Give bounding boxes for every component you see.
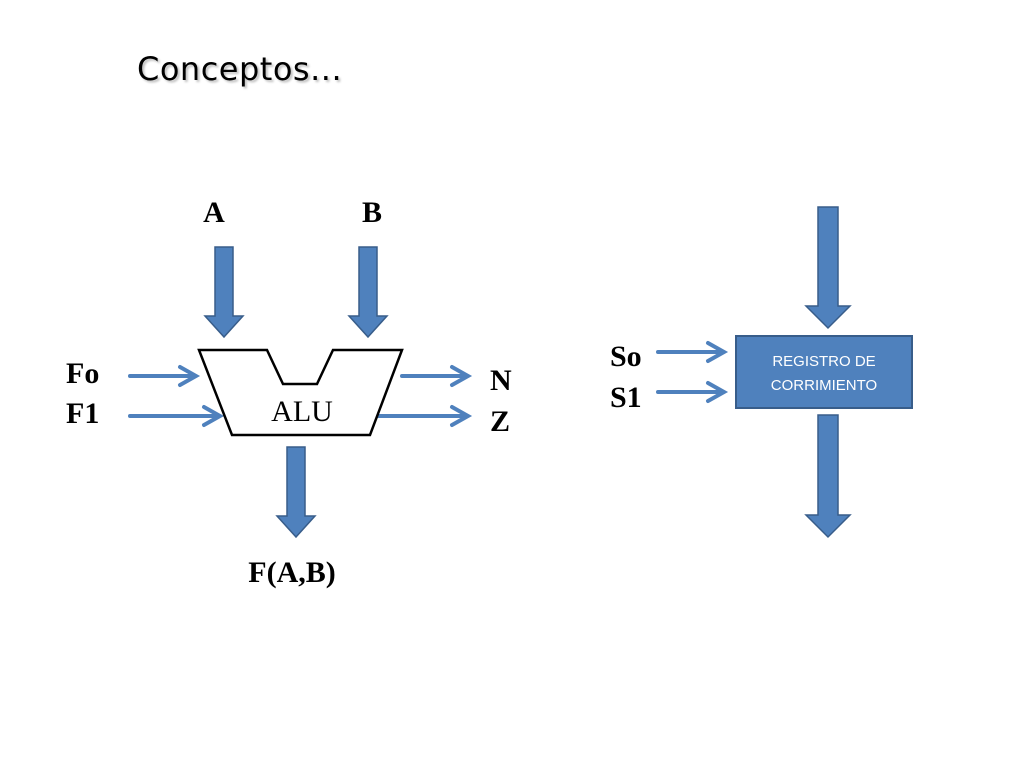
- alu-output-arrow: [275, 446, 317, 539]
- alu-shape: [197, 348, 404, 437]
- control-arrow-s1: [656, 381, 729, 403]
- label-a: A: [203, 196, 225, 229]
- label-s1: S1: [610, 381, 642, 414]
- slide-title: Conceptos...: [137, 50, 343, 88]
- label-so: So: [610, 340, 642, 373]
- input-a-arrow: [203, 246, 245, 339]
- function-input-arrow-fo: [128, 365, 201, 387]
- alu-label: ALU: [271, 395, 333, 428]
- label-z: Z: [490, 405, 510, 438]
- label-b: B: [362, 196, 382, 229]
- control-arrow-so: [656, 341, 729, 363]
- flag-arrow-z: [370, 405, 473, 427]
- shift-register-box: [735, 335, 913, 409]
- register-label-line2: CORRIMIENTO: [771, 377, 877, 394]
- input-b-arrow: [347, 246, 389, 339]
- function-input-arrow-f1: [128, 405, 225, 427]
- label-output: F(A,B): [248, 556, 335, 589]
- flag-arrow-n: [400, 365, 473, 387]
- register-label-line1: REGISTRO DE: [772, 353, 875, 370]
- label-fo: Fo: [66, 357, 99, 390]
- label-f1: F1: [66, 397, 99, 430]
- register-input-arrow: [804, 206, 852, 330]
- label-n: N: [490, 364, 512, 397]
- register-output-arrow: [804, 414, 852, 539]
